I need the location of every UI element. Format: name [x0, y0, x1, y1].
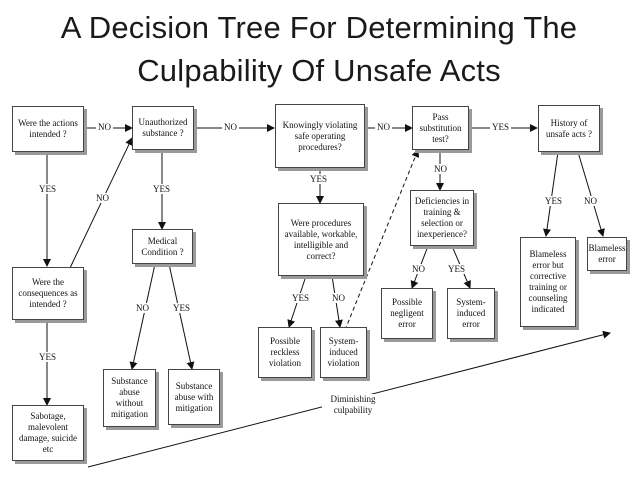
- node-actions-intended: Were the actions intended ?: [12, 106, 84, 152]
- edge-label-no: NO: [410, 264, 427, 274]
- node-possible-negligent: Possible negligent error: [381, 288, 433, 339]
- arrow-history-blameless-corrective: [543, 151, 559, 237]
- node-history-unsafe-acts: History of unsafe acts ?: [538, 105, 600, 152]
- edge-label-yes: YES: [308, 174, 330, 184]
- edge-label-yes: YES: [171, 303, 193, 313]
- arrow-medical-with: [168, 263, 195, 370]
- edge-label-no: NO: [96, 122, 113, 132]
- arrow-consequences-unauthorized: [69, 137, 133, 269]
- node-pass-substitution: Pass substitution test?: [412, 106, 469, 150]
- edge-label-yes: YES: [37, 184, 59, 194]
- node-blameless-error: Blameless error: [587, 237, 627, 271]
- node-unauthorized-substance: Unauthorized substance ?: [132, 106, 194, 150]
- node-consequences-intended: Were the consequences as intended ?: [12, 267, 84, 320]
- node-substance-with-mitigation: Substance abuse with mitigation: [168, 369, 220, 425]
- node-deficiencies-training: Deficiencies in training & selection or …: [410, 190, 474, 246]
- edge-label-yes: YES: [290, 293, 312, 303]
- dashed-link: [344, 149, 420, 331]
- page-title-line-2: Culpability Of Unsafe Acts: [137, 53, 501, 88]
- arrow-history-blameless: [577, 151, 605, 237]
- edge-label-no: NO: [134, 303, 151, 313]
- edge-label-no: NO: [330, 293, 347, 303]
- node-system-induced-error: System-induced error: [447, 288, 495, 339]
- edge-label-yes: YES: [446, 264, 468, 274]
- edge-label-yes: YES: [490, 122, 512, 132]
- page-title-line-1: A Decision Tree For Determining The: [60, 10, 578, 45]
- node-possible-reckless: Possible reckless violation: [258, 327, 312, 378]
- diminishing-culpability-label: Diminishing culpability: [322, 394, 384, 416]
- node-substance-without-mitigation: Substance abuse without mitigation: [103, 369, 156, 427]
- node-procedures-available: Were procedures available, workable, int…: [278, 203, 364, 276]
- edge-label-no: NO: [582, 196, 599, 206]
- edge-label-yes: YES: [151, 184, 173, 194]
- edge-label-no: NO: [432, 164, 449, 174]
- edge-label-no: NO: [222, 122, 239, 132]
- node-medical-condition: Medical Condition ?: [132, 229, 193, 264]
- node-sabotage: Sabotage, malevolent damage, suicide etc: [12, 405, 84, 461]
- edge-label-no: NO: [375, 122, 392, 132]
- edge-label-no: NO: [94, 193, 111, 203]
- node-blameless-corrective: Blameless error but corrective training …: [520, 237, 576, 327]
- node-system-induced-violation: System-induced violation: [320, 327, 367, 378]
- edge-label-yes: YES: [543, 196, 565, 206]
- node-knowingly-violating: Knowingly violating safe operating proce…: [275, 104, 365, 168]
- arrow-medical-without: [129, 263, 156, 370]
- edge-label-yes: YES: [37, 352, 59, 362]
